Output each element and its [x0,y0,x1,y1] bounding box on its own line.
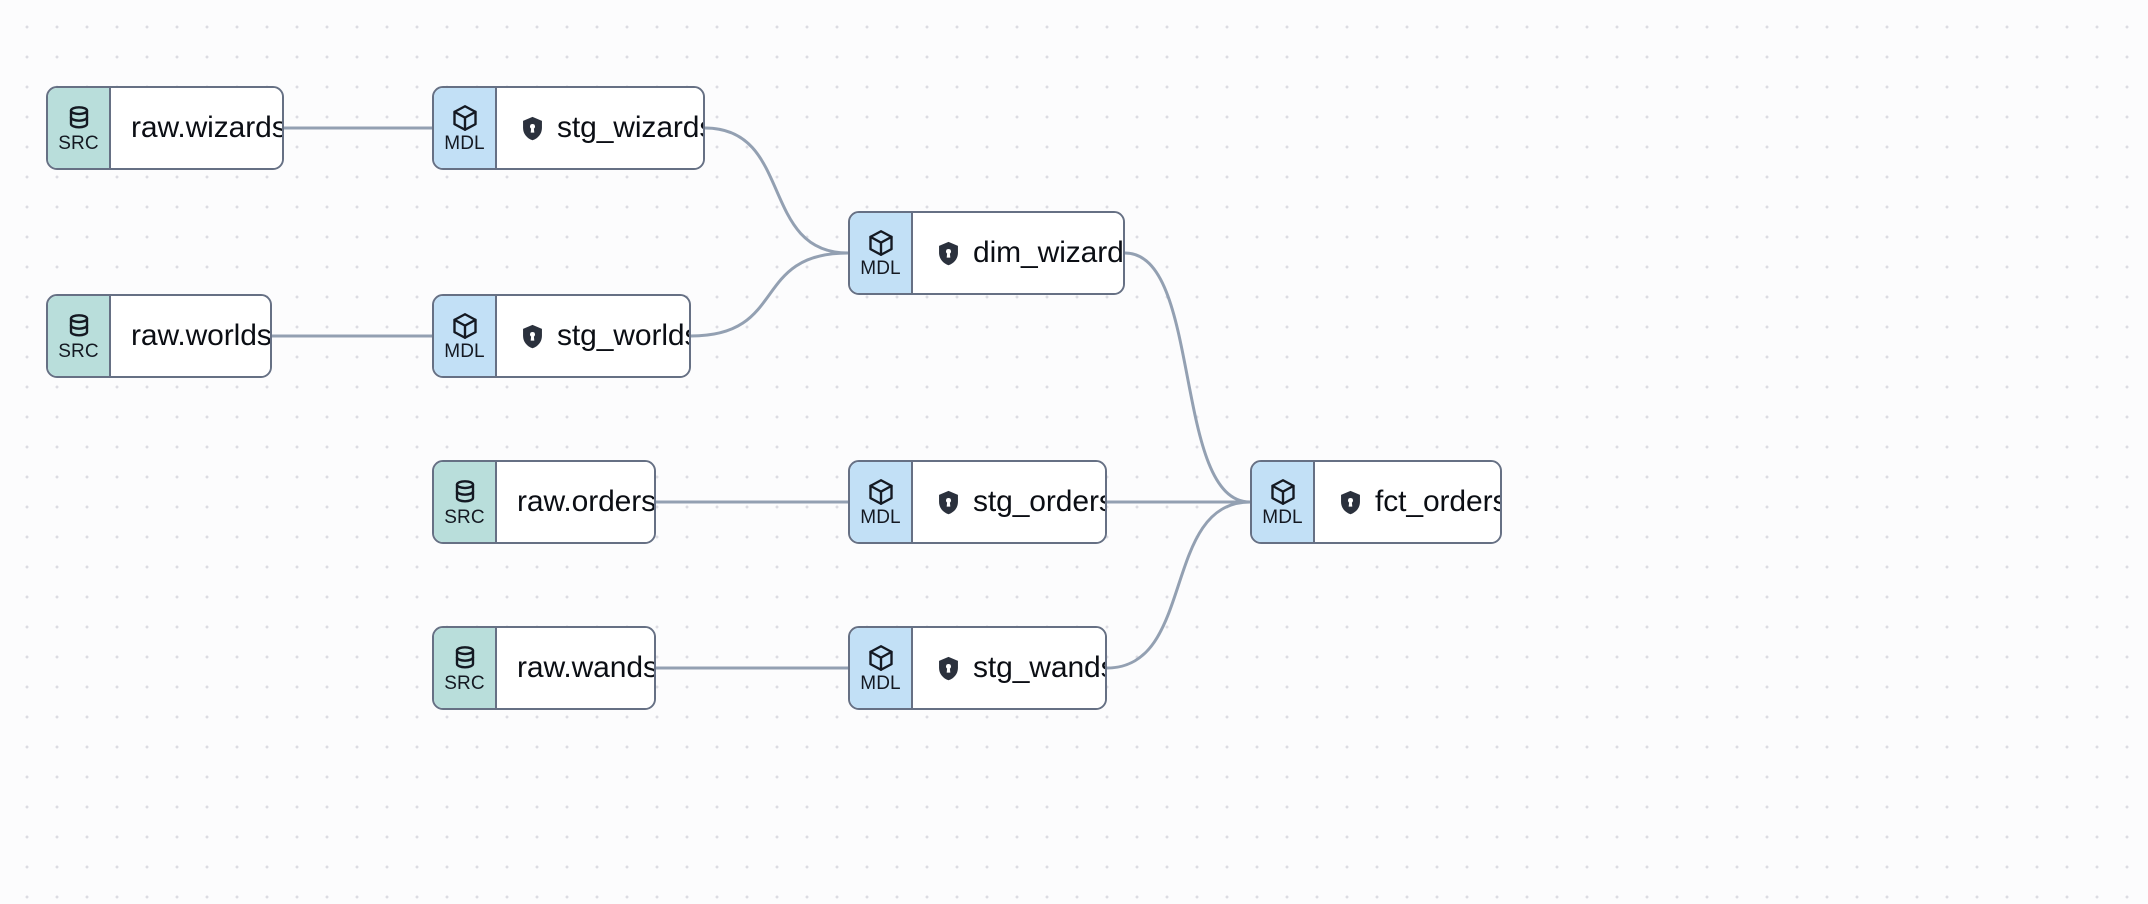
node-body: dim_wizards [913,213,1125,293]
node-badge-mdl: MDL [850,213,913,293]
node-badge-mdl: MDL [434,88,497,168]
lineage-node-raw_wands[interactable]: SRC raw.wands [432,626,656,710]
lineage-edge-dim_wizards-to-fct_orders [1123,251,1252,504]
node-body: stg_wands [913,628,1107,708]
lineage-node-raw_worlds[interactable]: SRC raw.worlds [46,294,272,378]
database-icon [64,311,94,341]
node-label: raw.wizards [131,111,284,144]
node-label: stg_worlds [557,319,691,352]
node-label: stg_wizards [557,111,705,144]
node-label: raw.worlds [131,319,272,352]
lineage-node-stg_worlds[interactable]: MDL stg_worlds [432,294,691,378]
shield-lock-icon [519,115,546,142]
database-icon [64,103,94,133]
node-badge-text: SRC [58,132,99,154]
database-icon [450,477,480,507]
node-badge-text: SRC [444,506,485,528]
node-label: fct_orders [1375,485,1502,518]
node-body: stg_worlds [497,296,691,376]
node-badge-text: SRC [58,340,99,362]
lineage-node-stg_wands[interactable]: MDL stg_wands [848,626,1107,710]
node-badge-src: SRC [48,88,111,168]
node-badge-src: SRC [434,628,497,708]
shield-lock-icon [1337,489,1364,516]
cube-icon [1268,477,1298,507]
node-body: raw.wizards [111,88,284,168]
cube-icon [450,311,480,341]
node-body: raw.orders [497,462,656,542]
node-badge-mdl: MDL [434,296,497,376]
node-badge-text: MDL [860,257,901,279]
node-badge-text: MDL [444,340,485,362]
node-label: raw.orders [517,485,656,518]
cube-icon [866,228,896,258]
lineage-node-raw_orders[interactable]: SRC raw.orders [432,460,656,544]
node-body: fct_orders [1315,462,1502,542]
node-body: stg_wizards [497,88,705,168]
node-badge-text: SRC [444,672,485,694]
node-label: raw.wands [517,651,656,684]
node-badge-text: MDL [1262,506,1303,528]
lineage-node-dim_wizards[interactable]: MDL dim_wizards [848,211,1125,295]
node-badge-text: MDL [444,132,485,154]
node-badge-mdl: MDL [850,628,913,708]
node-label: stg_wands [973,651,1107,684]
shield-lock-icon [935,240,962,267]
node-badge-text: MDL [860,506,901,528]
node-badge-text: MDL [860,672,901,694]
lineage-node-stg_orders[interactable]: MDL stg_orders [848,460,1107,544]
node-body: raw.worlds [111,296,272,376]
node-body: stg_orders [913,462,1107,542]
lineage-edge-stg_wands-to-fct_orders [1105,500,1252,670]
cube-icon [866,643,896,673]
lineage-node-fct_orders[interactable]: MDL fct_orders [1250,460,1502,544]
shield-lock-icon [935,489,962,516]
database-icon [450,643,480,673]
lineage-edge-stg_worlds-to-dim_wizards [689,251,850,338]
node-label: dim_wizards [973,236,1125,269]
shield-lock-icon [935,655,962,682]
node-badge-mdl: MDL [850,462,913,542]
lineage-node-raw_wizards[interactable]: SRC raw.wizards [46,86,284,170]
node-badge-mdl: MDL [1252,462,1315,542]
node-body: raw.wands [497,628,656,708]
lineage-node-stg_wizards[interactable]: MDL stg_wizards [432,86,705,170]
node-badge-src: SRC [434,462,497,542]
cube-icon [450,103,480,133]
cube-icon [866,477,896,507]
node-label: stg_orders [973,485,1107,518]
shield-lock-icon [519,323,546,350]
node-badge-src: SRC [48,296,111,376]
lineage-edge-stg_wizards-to-dim_wizards [703,126,850,255]
